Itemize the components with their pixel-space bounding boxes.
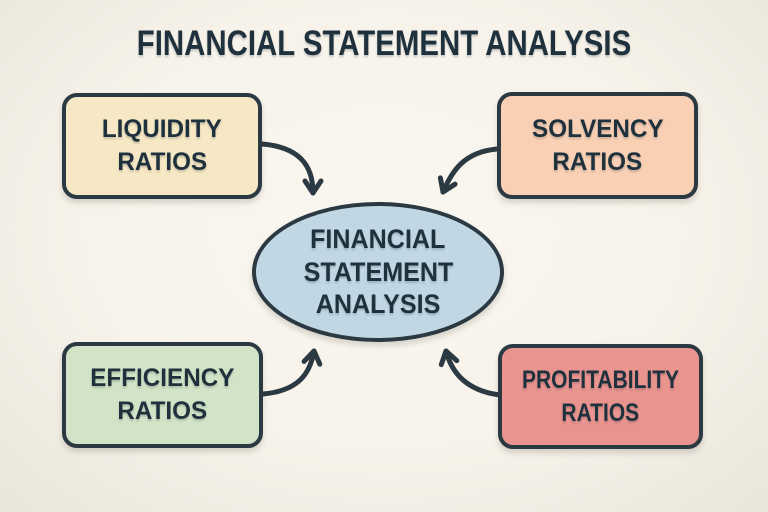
node-label-line: EFFICIENCY [90,364,235,392]
node-solvency-ratios: SOLVENCY RATIOS [497,92,698,199]
diagram-title: FINANCIAL STATEMENT ANALYSIS [136,24,632,63]
node-label-line: PROFITABILITY [521,365,680,394]
node-label-line: RATIOS [561,398,640,427]
node-label-line: LIQUIDITY [102,115,222,143]
arrow-profitability-to-center [438,348,503,398]
node-label-line: ANALYSIS [315,289,441,320]
arrow-efficiency-to-center [260,348,323,397]
node-liquidity-ratios: LIQUIDITY RATIOS [62,93,262,199]
node-label-line: SOLVENCY [531,114,664,143]
node-label-line: FINANCIAL [310,223,446,254]
node-label-line: RATIOS [552,147,643,176]
node-label-line: RATIOS [117,397,208,425]
node-efficiency-ratios: EFFICIENCY RATIOS [62,342,263,448]
node-label-line: STATEMENT [303,256,453,287]
arrow-liquidity-to-center [259,141,324,196]
node-center-financial-statement-analysis: FINANCIAL STATEMENT ANALYSIS [252,202,504,342]
arrow-solvency-to-center [437,146,500,195]
node-label-line: RATIOS [117,148,207,176]
node-profitability-ratios: PROFITABILITY RATIOS [498,344,703,449]
